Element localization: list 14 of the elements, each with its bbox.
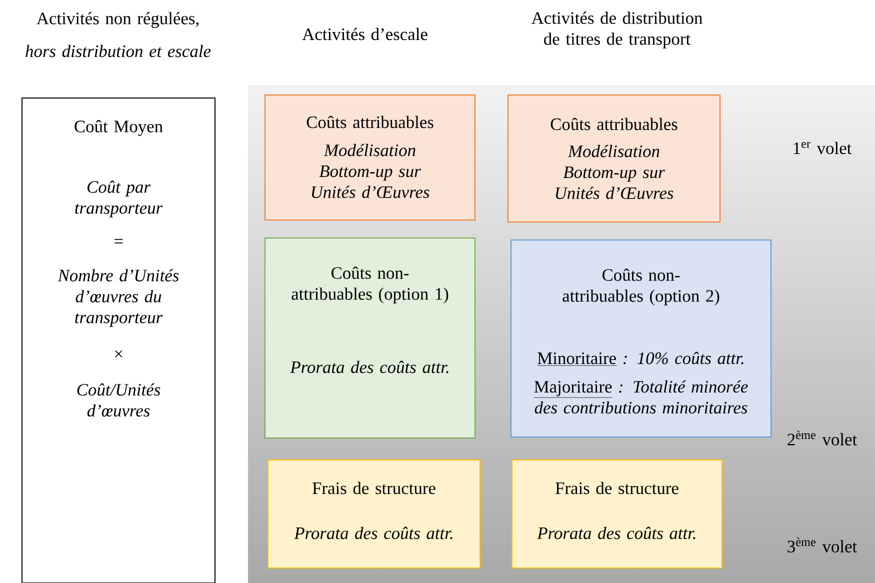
text-box: Coût Moyen Coût par transporteur = Nombre d’Unités d’œuvres du transporteur × Coût/Unités d’œuvres xyxy=(22,98,216,583)
column-heading: Activités non régulées, xyxy=(36,12,198,28)
column-heading: Activités de distribution de titres de transport xyxy=(531,12,702,48)
text-box: Coûts attribuables Modélisation Bottom-up sur Unités d’Œuvres xyxy=(264,94,476,220)
row-label: 2$^{ème}$ volet xyxy=(788,430,858,446)
row-label: 1$^{er}$ volet xyxy=(794,142,852,154)
column-heading: Activités d’escale xyxy=(302,28,428,40)
text-box: Frais de structure Prorata des coûts attr. xyxy=(268,460,480,568)
column-heading: hors distribution et escale xyxy=(26,44,211,58)
text-box: Coûts non-attribuables (option 1) Prorata des coûts attr. xyxy=(264,238,476,438)
row-label: 3$^{ème}$ volet xyxy=(788,538,858,552)
text-box: Frais de structure Prorata des coûts attr. xyxy=(512,460,722,568)
text-box: Coûts non-attribuables (option 2) Minoritaire : 10% coûts attr. Majoritaire : Totalité minorée des contributions minoritaires xyxy=(510,240,772,438)
text-box: Coûts attribuables Modélisation Bottom-up sur Unités d’Œuvres xyxy=(508,94,720,222)
